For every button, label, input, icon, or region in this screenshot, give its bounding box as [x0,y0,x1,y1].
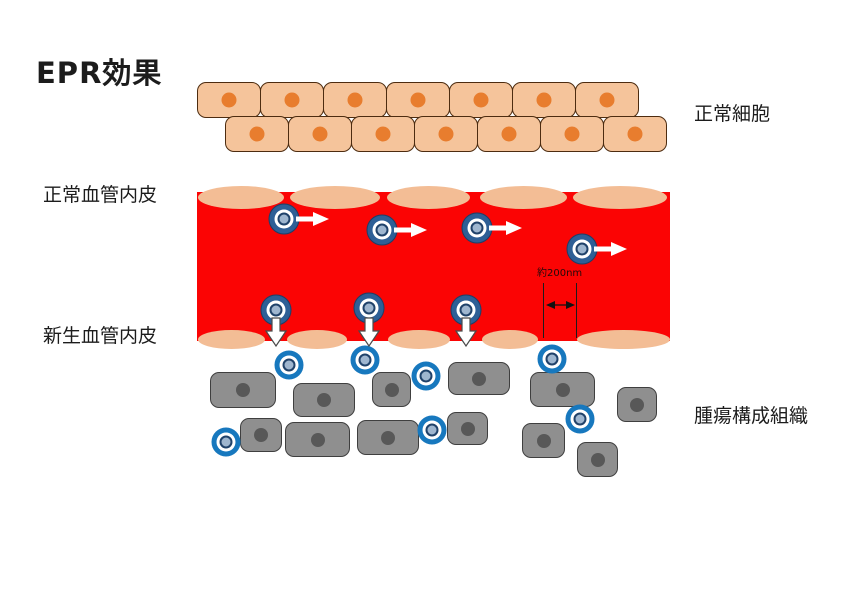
label-normal-endothelium: 正常血管内皮 [43,184,158,206]
nanoparticle [470,221,484,235]
label-tumor-tissue: 腫瘍構成組織 [694,405,809,427]
extravasation-arrow-down-icon [455,317,477,347]
normal-cell [386,82,450,118]
gap-measure-line [543,283,544,338]
nanoparticle [573,412,587,426]
nanoparticle [362,301,376,315]
tumor-cell [577,442,618,477]
normal-cell [197,82,261,118]
flow-arrow-right-icon [394,223,427,237]
tumor-cell [448,362,510,395]
normal-cell [323,82,387,118]
tumor-cell [240,418,282,452]
tumor-cell [617,387,657,422]
nanoparticle [545,352,559,366]
normal-cell [603,116,667,152]
endothelial-cell-top [480,186,567,209]
nanoparticle [575,242,589,256]
extravasation-arrow-down-icon [358,317,380,347]
tumor-cell [285,422,350,457]
normal-cell [477,116,541,152]
tumor-cell [210,372,276,408]
normal-cell [351,116,415,152]
endothelial-cell-bottom [287,330,347,349]
normal-cell [449,82,513,118]
normal-cell [260,82,324,118]
tumor-cell [293,383,355,417]
tumor-cell [447,412,488,445]
endothelial-cell-top [198,186,284,209]
gap-size-label: 約200nm [537,268,583,279]
nanoparticle [282,358,296,372]
tumor-cell [372,372,411,407]
extravasation-arrow-down-icon [265,317,287,347]
tumor-cell [530,372,595,407]
normal-cell [512,82,576,118]
endothelial-cell-bottom [482,330,538,349]
nanoparticle [425,423,439,437]
endothelial-cell-bottom [577,330,670,349]
gap-measure-line [576,283,577,338]
tumor-cell [357,420,419,455]
nanoparticle [219,435,233,449]
label-neo-endothelium: 新生血管内皮 [43,325,158,347]
label-normal-cells: 正常細胞 [694,103,771,125]
flow-arrow-right-icon [296,212,329,226]
flow-arrow-right-icon [594,242,627,256]
nanoparticle [419,369,433,383]
endothelial-cell-top [573,186,667,209]
normal-cell [575,82,639,118]
endothelial-cell-top [387,186,470,209]
nanoparticle [459,303,473,317]
nanoparticle [375,223,389,237]
flow-arrow-right-icon [489,221,522,235]
nanoparticle [358,353,372,367]
endothelial-cell-bottom [388,330,450,349]
tumor-cell [522,423,565,458]
normal-cell [225,116,289,152]
page-title: EPR効果 [36,56,163,90]
endothelial-cell-bottom [198,330,265,349]
nanoparticle [277,212,291,226]
normal-cell [540,116,604,152]
gap-measure-arrow-icon [546,301,575,309]
normal-cell [414,116,478,152]
nanoparticle [269,303,283,317]
endothelial-cell-top [290,186,380,209]
normal-cell [288,116,352,152]
